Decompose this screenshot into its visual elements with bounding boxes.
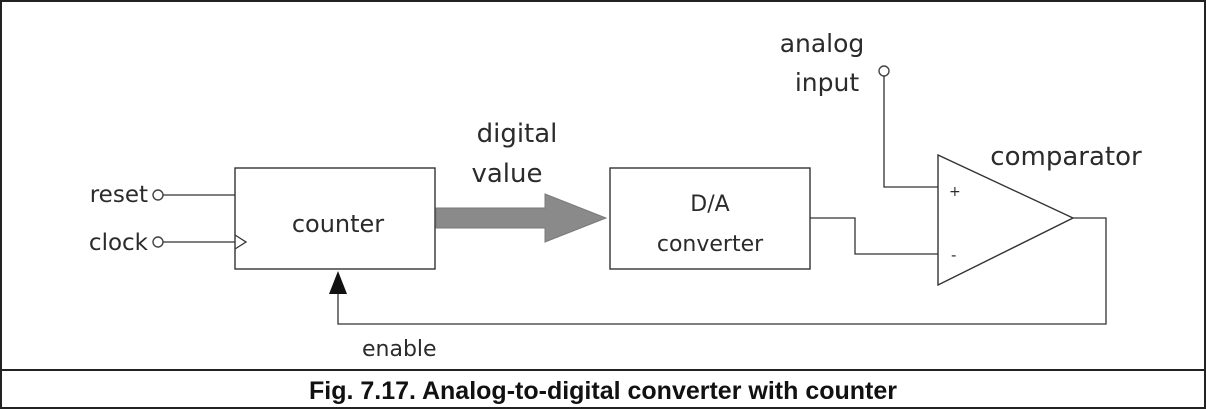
- dac-label-line2: converter: [657, 232, 764, 257]
- clock-edge-triangle: [234, 234, 248, 250]
- bus-label-line1: digital: [477, 119, 558, 149]
- dac-to-comparator-wire: [810, 217, 938, 255]
- enable-label: enable: [362, 337, 437, 362]
- clock-terminal: [152, 236, 164, 248]
- analog-input-label-line1: analog: [780, 29, 865, 58]
- comparator-minus-sign: -: [951, 246, 956, 264]
- bus-label-line2: value: [471, 159, 542, 189]
- clock-label: clock: [89, 230, 149, 256]
- dac-block: [609, 167, 811, 270]
- counter-block: [234, 167, 436, 270]
- analog-input-wire: [883, 76, 938, 188]
- dac-label-line1: D/A: [690, 192, 729, 217]
- digital-value-bus-arrow: [435, 193, 608, 243]
- analog-input-terminal: [878, 65, 890, 77]
- figure-caption: Fig. 7.17. Analog-to-digital converter w…: [309, 377, 897, 405]
- comparator-label: comparator: [990, 142, 1142, 172]
- comparator-triangle: [937, 153, 1075, 287]
- enable-arrowhead: [329, 271, 347, 294]
- reset-terminal: [152, 189, 164, 201]
- analog-input-label-line2: input: [795, 68, 860, 97]
- enable-feedback-wire: [337, 217, 1107, 325]
- comparator-plus-sign: +: [949, 184, 961, 200]
- reset-label: reset: [90, 182, 148, 208]
- counter-label: counter: [292, 210, 384, 238]
